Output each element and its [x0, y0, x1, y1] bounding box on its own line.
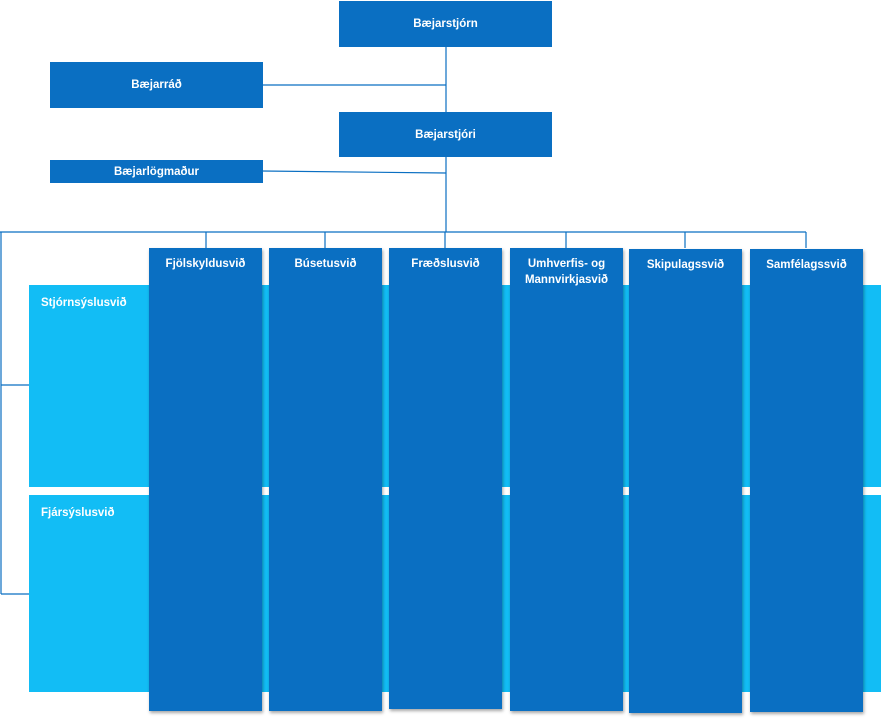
division-education: Fræðslusvið — [389, 248, 502, 709]
lawyer-box: Bæjarlögmaður — [50, 160, 263, 183]
council-box: Bæjarstjórn — [339, 1, 552, 47]
division-family-label: Fjölskyldusvið — [165, 258, 246, 270]
division-community: Samfélagssvið — [750, 249, 863, 712]
division-community-label: Samfélagssvið — [766, 259, 847, 271]
division-family: Fjölskyldusvið — [149, 248, 262, 711]
division-environment-label: Umhverfis- og Mannvirkjasvið — [524, 258, 609, 286]
mayor-box: Bæjarstjóri — [339, 112, 552, 157]
lawyer-connector-line — [261, 170, 447, 174]
division-housing-label: Búsetusvið — [294, 258, 357, 270]
division-housing: Búsetusvið — [269, 248, 382, 711]
band-finance-label: Fjársýslusvið — [41, 507, 115, 519]
division-planning: Skipulagssvið — [629, 249, 742, 713]
division-planning-label: Skipulagssvið — [646, 259, 725, 271]
division-education-label: Fræðslusvið — [411, 258, 480, 270]
band-administration-label: Stjórnsýslusvið — [41, 297, 127, 309]
board-box: Bæjarráð — [50, 62, 263, 108]
division-environment: Umhverfis- og Mannvirkjasvið — [510, 248, 623, 711]
